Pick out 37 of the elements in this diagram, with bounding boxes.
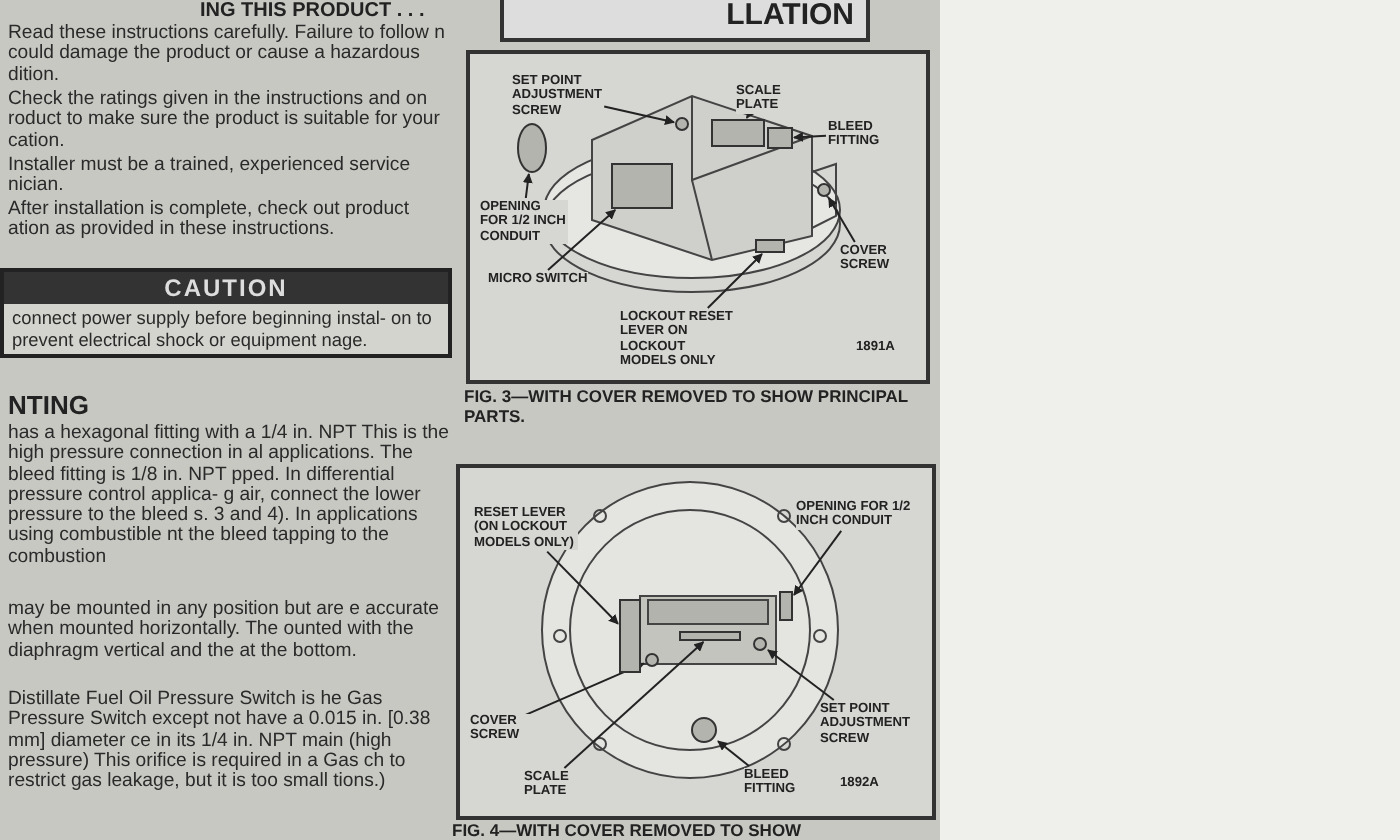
reset-lever (619, 599, 641, 673)
leader-line (563, 641, 705, 769)
caution-box (0, 268, 452, 359)
leader-line (793, 131, 827, 142)
leader-line (717, 740, 750, 767)
conduit-opening (779, 591, 793, 621)
conduit-opening (517, 123, 547, 173)
scale-plate (679, 631, 741, 641)
scale-plate (711, 119, 765, 147)
adjustment-screw (753, 637, 767, 651)
body-paragraph: has a hexagonal fitting with a 1/4 in. NPT This is the high pressure connection in al applications. The bleed fitting is 1/8 in. NPT pped. In differential pressure control applica- g air, connect the lower pressure to the bleed s. 3 and 4). In applications using combustible nt the bleed tapping to the combustion (8, 424, 451, 569)
page-banner: LLATION (500, 0, 870, 41)
body-paragraph: may be mounted in any position but are e accurate when mounted horizontally. The ounted with the diaphragm vertical and the at the bottom. (8, 600, 441, 662)
instruction-paragraph: Check the ratings given in the instructions and on roduct to make sure the product is suitable for your cation. (8, 90, 442, 152)
leader-line (546, 550, 619, 625)
leader-line (603, 105, 675, 126)
body-paragraph: Distillate Fuel Oil Pressure Switch is he Gas Pressure Switch except not have a 0.015 in. [0.38 mm] diameter ce in its 1/4 in. NPT main (high pressure) This orifice is required in a Gas ch to restrict gas leakage, but it is too small tions.) (8, 690, 433, 793)
figure-caption: FIG. 4—WITH COVER REMOVED TO SHOW (452, 820, 804, 840)
section-heading: NTING (8, 392, 91, 421)
instruction-paragraph: Read these instructions carefully. Failure to follow n could damage the product or cause a hazardous dition. (8, 24, 447, 86)
leader-line (793, 529, 843, 596)
bleed-fitting (767, 127, 793, 149)
instruction-paragraph: Installer must be a trained, experienced service nician. (8, 156, 413, 198)
caution-heading: CAUTION (4, 272, 448, 304)
caution-text: connect power supply before beginning instal- on to prevent electrical shock or equipment nage. (10, 306, 434, 354)
adjustment-screw (675, 117, 689, 131)
leader-line (827, 197, 856, 243)
figure-caption: FIG. 3—WITH COVER REMOVED TO SHOW PRINCIPAL PARTS. (464, 386, 910, 426)
micro-switch (611, 163, 673, 209)
screw-head (817, 183, 831, 197)
screw-head (645, 653, 659, 667)
section-heading: ING THIS PRODUCT . . . (200, 0, 427, 23)
reset-lever (755, 239, 785, 253)
instruction-paragraph: After installation is complete, check out product ation as provided in these instructions. (8, 200, 412, 242)
leader-line (767, 649, 835, 701)
leader-line (547, 209, 617, 271)
leader-line (522, 173, 533, 199)
